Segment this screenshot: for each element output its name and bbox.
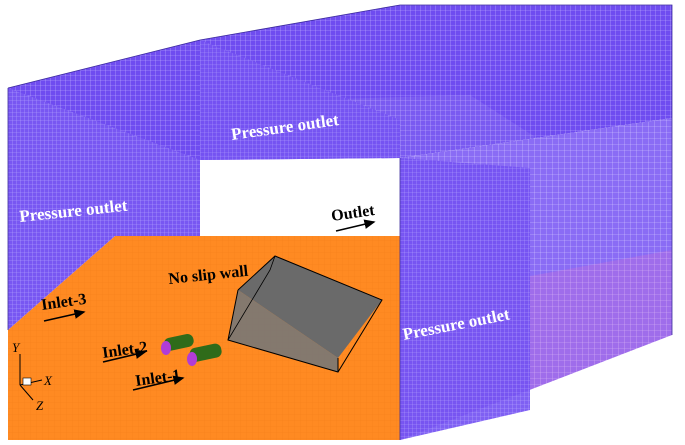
front-wall-pressure-outlet <box>400 158 530 440</box>
obstacle-top-face <box>238 256 382 358</box>
inlet-2-arrow <box>102 349 147 363</box>
top-face-pressure-outlet <box>8 5 672 160</box>
axis-label-z: Z <box>36 398 44 413</box>
axis-label-x: X <box>43 373 53 388</box>
box-edges <box>7 4 673 440</box>
label-outlet: Outlet <box>330 202 376 225</box>
inlet-pipe-1 <box>187 343 222 366</box>
label-inlet-3: Inlet-3 <box>40 291 87 314</box>
axis-triad: Y X Z <box>12 340 53 413</box>
outlet-arrow <box>335 219 376 232</box>
outlet-opening <box>200 160 400 236</box>
obstacle-wedge <box>227 255 383 373</box>
label-inlet-1: Inlet-1 <box>134 367 181 390</box>
axis-label-y: Y <box>12 340 21 355</box>
inlet-1-arrow <box>132 375 185 391</box>
obstacle-front-face <box>228 290 338 372</box>
inlet-pipe-2 <box>161 334 194 355</box>
inlet-3-arrow <box>43 309 86 322</box>
label-inlet-2: Inlet-2 <box>101 339 148 362</box>
back-wall-top-strip <box>200 40 400 160</box>
